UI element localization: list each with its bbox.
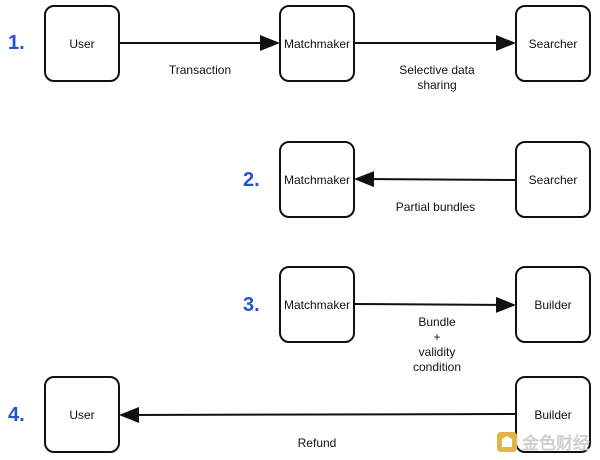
node-user-4: User <box>44 376 120 453</box>
step-number-2: 2. <box>243 169 260 191</box>
edge-label-bundle-validity-condition: Bundle + validity condition <box>412 315 462 374</box>
node-searcher-2: Searcher <box>515 141 591 218</box>
arrow-searcher-to-matchmaker <box>354 171 516 188</box>
edge-label-transaction: Transaction <box>168 63 232 77</box>
node-builder-4: Builder <box>515 376 591 453</box>
node-matchmaker-1: Matchmaker <box>279 5 355 82</box>
arrow-builder-to-user <box>119 406 516 423</box>
watermark: 金色财经 <box>496 429 590 454</box>
step-number-4: 4. <box>8 404 25 426</box>
edge-label-refund: Refund <box>297 436 337 450</box>
arrow-matchmaker-to-builder <box>353 296 516 313</box>
watermark-text: 金色财经 <box>522 434 590 453</box>
edge-label-selective-data-sharing: Selective data sharing <box>399 63 475 92</box>
edge-label-partial-bundles: Partial bundles <box>395 200 476 214</box>
watermark-logo-icon <box>497 431 517 452</box>
node-user-1: User <box>44 5 120 82</box>
node-matchmaker-2: Matchmaker <box>279 141 355 218</box>
step-number-1: 1. <box>8 32 25 54</box>
node-searcher-1: Searcher <box>515 5 591 82</box>
node-matchmaker-3: Matchmaker <box>279 266 355 343</box>
node-builder-3: Builder <box>515 266 591 343</box>
step-number-3: 3. <box>243 294 260 316</box>
